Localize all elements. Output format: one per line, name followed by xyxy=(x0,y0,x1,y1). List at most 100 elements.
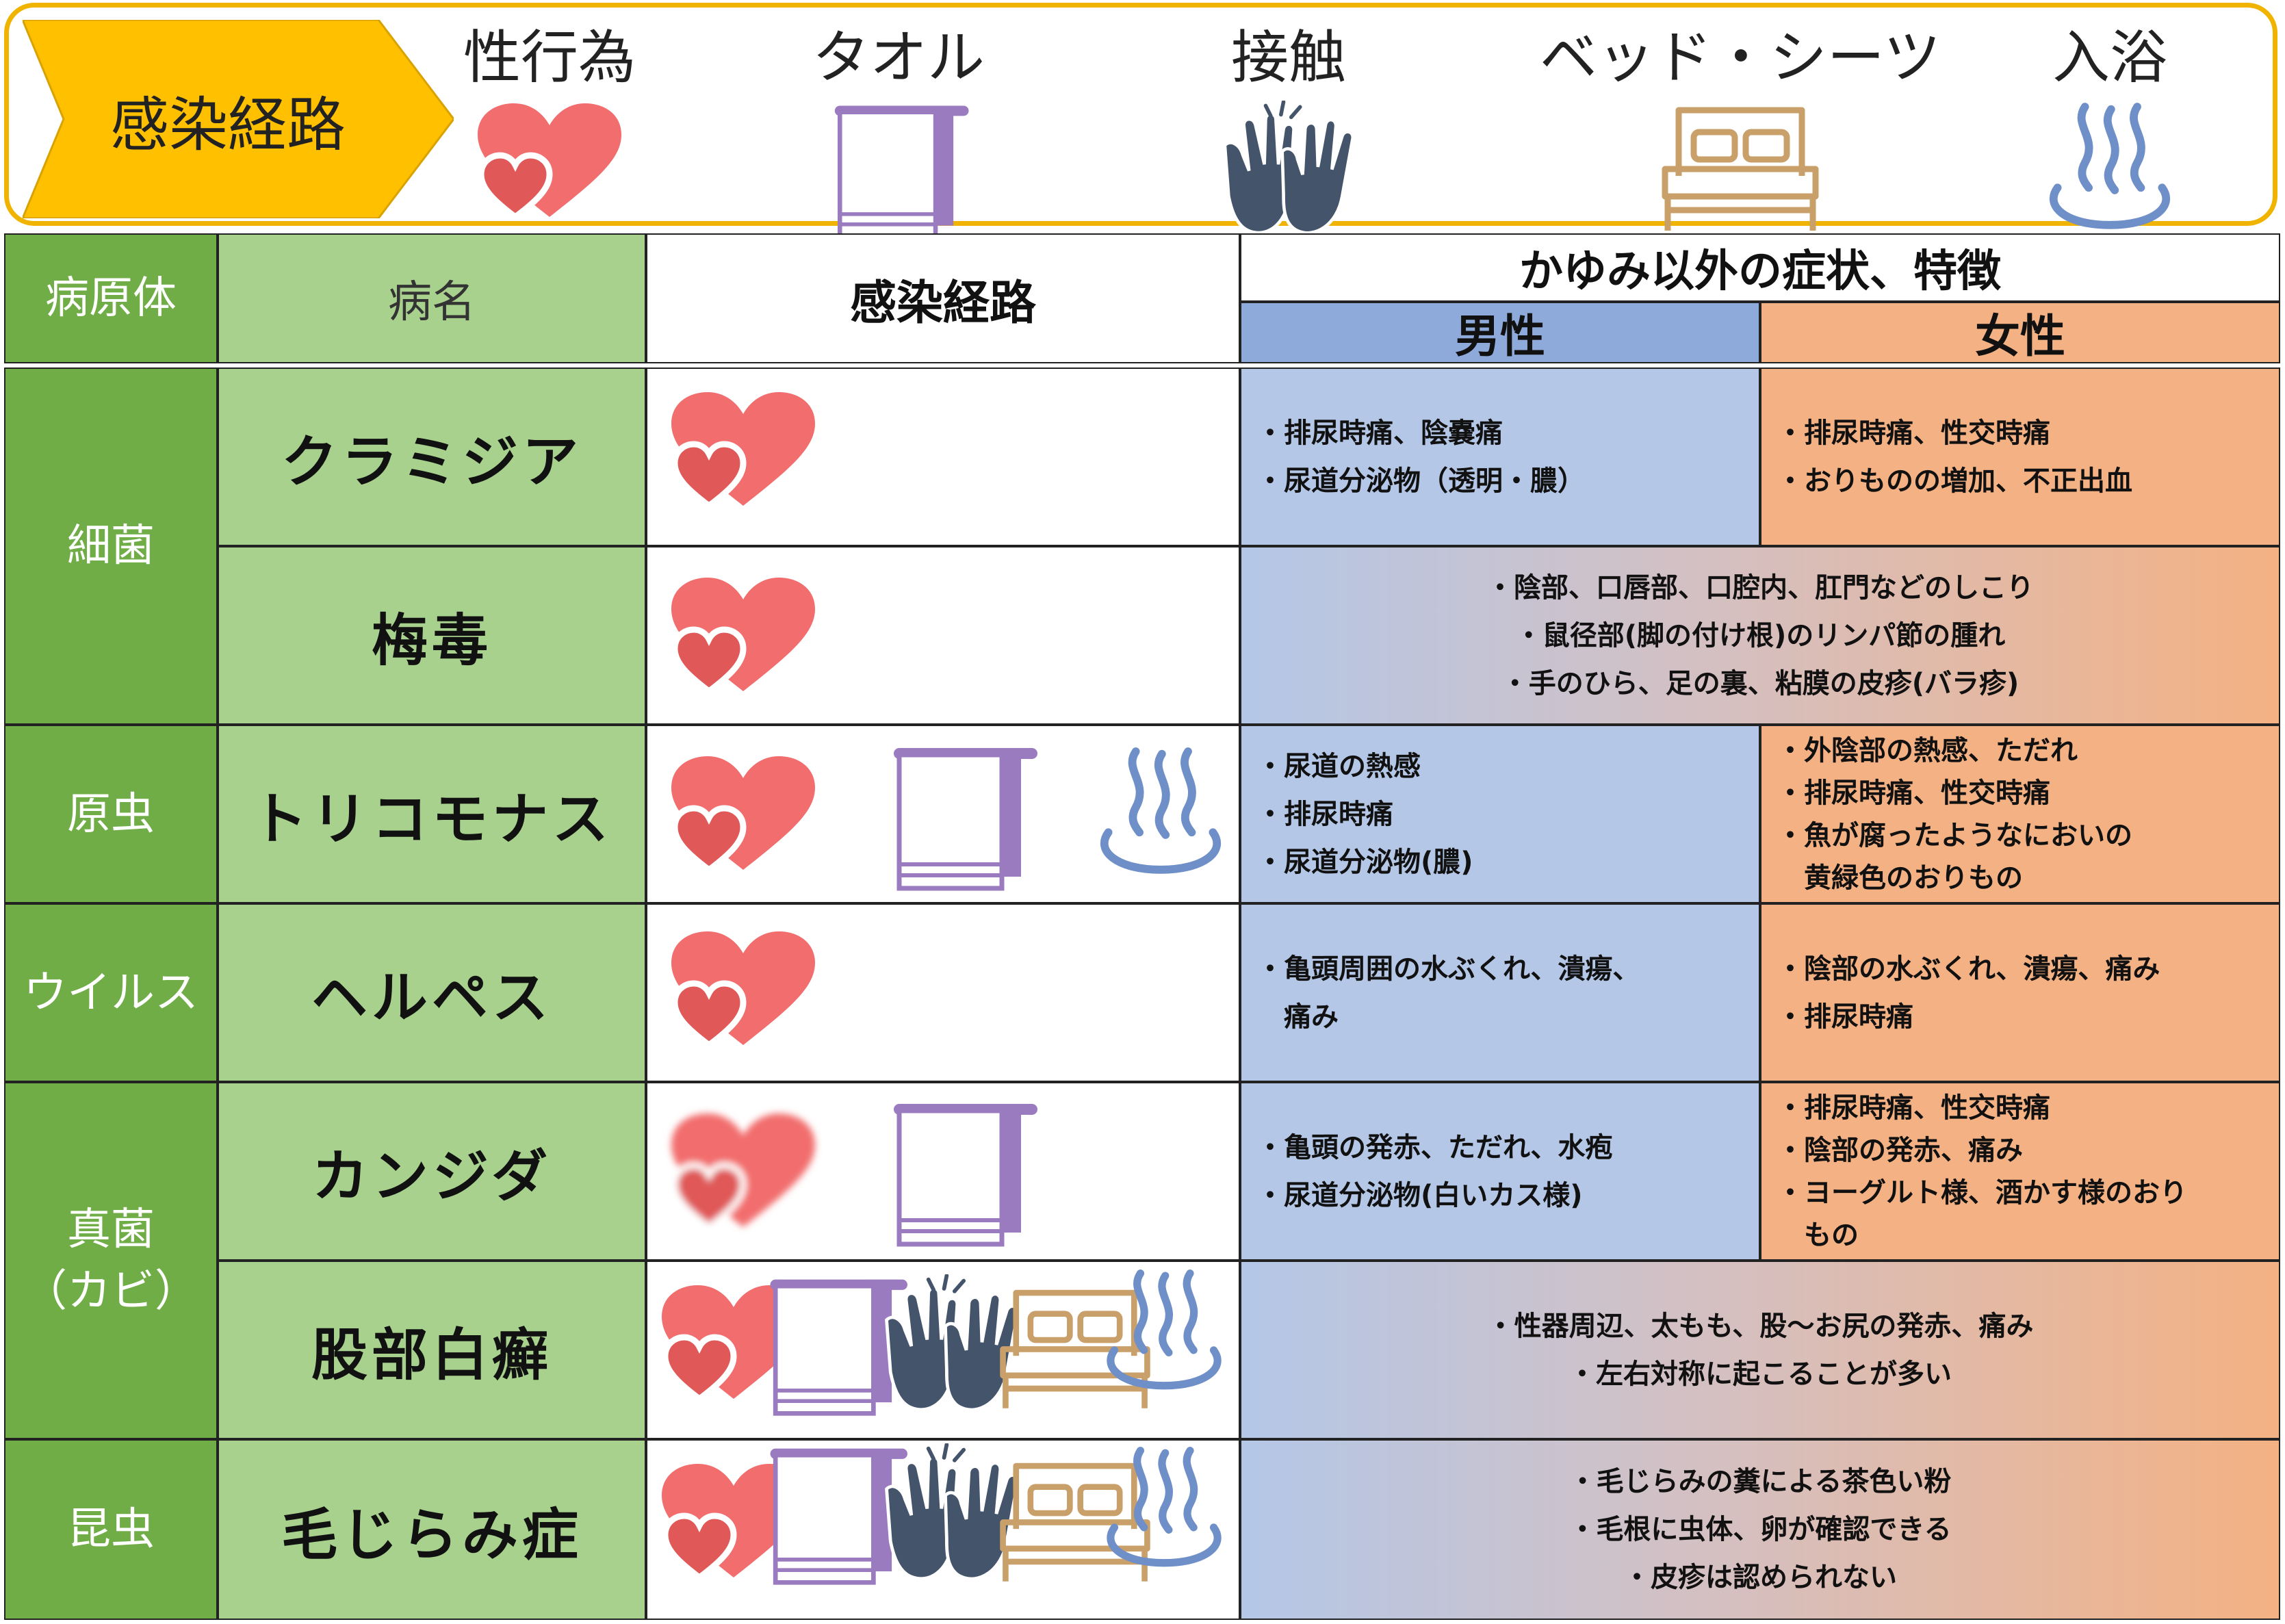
header-symptoms: かゆみ以外の症状、特徴 xyxy=(1240,233,2280,302)
symptom-item: ・手のひら、足の裏、粘膜の皮疹(バラ疹) xyxy=(1501,667,2019,699)
symptom-item: ・排尿時痛 xyxy=(1777,1001,1913,1033)
route-cell xyxy=(646,1082,1240,1261)
pathogen-label: 真菌 xyxy=(67,1204,155,1255)
header-female: 女性 xyxy=(1760,302,2280,363)
female-symptoms: ・排尿時痛、性交時痛 ・おりものの増加、不正出血 xyxy=(1760,368,2280,546)
female-symptoms: ・陰部の水ぶくれ、潰瘍、痛み ・排尿時痛 xyxy=(1760,903,2280,1082)
std-table: 病原体 病名 感染経路 かゆみ以外の症状、特徴 男性 女性 細菌 原虫 ウイルス… xyxy=(4,233,2280,1620)
disease-name: トリコモナス xyxy=(218,725,646,903)
symptom-item: ・尿道分泌物(白いカス様) xyxy=(1256,1179,1583,1211)
bath-icon xyxy=(1099,1267,1229,1397)
symptom-list: ・排尿時痛、性交時痛 ・おりものの増加、不正出血 xyxy=(1761,409,2132,505)
symptom-item: ・陰部、口唇部、口腔内、肛門などのしこり xyxy=(1486,571,2034,604)
symptom-item: ・ヨーグルト様、酒かす様のおり xyxy=(1777,1176,2187,1209)
pathogen-label: 原虫 xyxy=(67,788,155,840)
female-symptoms: ・外陰部の熱感、ただれ ・排尿時痛、性交時痛 ・魚が腐ったようなにおいの 黄緑色… xyxy=(1760,725,2280,903)
heart-icon xyxy=(668,575,818,698)
symptom-item: ・排尿時痛、陰嚢痛 xyxy=(1256,417,1503,449)
legend-item-bed: ベッド・シーツ xyxy=(1535,20,1946,225)
route-cell xyxy=(646,546,1240,725)
symptom-item: ・排尿時痛 xyxy=(1256,798,1393,830)
common-symptoms: ・陰部、口唇部、口腔内、肛門などのしこり ・鼠径部(脚の付け根)のリンパ節の腫れ… xyxy=(1240,546,2280,725)
heart-icon xyxy=(668,1111,818,1234)
legend-label-sex: 性行為 xyxy=(463,24,636,91)
symptom-list: ・尿道の熱感 ・排尿時痛 ・尿道分泌物(膿) xyxy=(1241,743,1473,886)
hands-icon xyxy=(1210,101,1367,241)
disease-name: カンジダ xyxy=(218,1082,646,1261)
bed-icon xyxy=(1658,101,1822,237)
heart-icon xyxy=(474,101,625,224)
legend-arrow-shape xyxy=(23,20,454,218)
symptom-item: 痛み xyxy=(1256,1001,1339,1033)
symptom-item: ・鼠径部(脚の付け根)のリンパ節の腫れ xyxy=(1514,619,2006,652)
disease-name: クラミジア xyxy=(218,368,646,546)
symptom-item: ・皮疹は認められない xyxy=(1623,1562,1897,1593)
pathogen-label: ウイルス xyxy=(23,967,198,1018)
legend-label-bed: ベッド・シーツ xyxy=(1539,24,1941,91)
route-cell xyxy=(646,368,1240,546)
route-legend: 感染経路 性行為 タオル 接触 ベッド・シーツ 入浴 xyxy=(4,3,2277,226)
symptom-item: ・外陰部の熱感、ただれ xyxy=(1777,734,2078,766)
towel-icon xyxy=(820,101,977,241)
towel-icon xyxy=(880,1098,1044,1249)
male-symptoms: ・尿道の熱感 ・排尿時痛 ・尿道分泌物(膿) xyxy=(1240,725,1760,903)
symptom-item: ・陰部の水ぶくれ、潰瘍、痛み xyxy=(1777,953,2160,985)
common-symptoms: ・性器周辺、太もも、股～お尻の発赤、痛み ・左右対称に起こることが多い xyxy=(1240,1261,2280,1439)
header-disease: 病名 xyxy=(218,233,646,363)
symptom-item: ・毛じらみの糞による茶色い粉 xyxy=(1568,1466,1952,1497)
symptom-list: ・陰部の水ぶくれ、潰瘍、痛み ・排尿時痛 xyxy=(1761,945,2160,1041)
symptom-item: ・尿道分泌物(膿) xyxy=(1256,846,1473,878)
pathogen-virus: ウイルス xyxy=(4,903,218,1082)
bath-icon xyxy=(1092,745,1229,882)
heart-icon xyxy=(668,389,818,513)
symptom-item: ・排尿時痛、性交時痛 xyxy=(1777,417,2050,449)
bath-icon xyxy=(2038,101,2182,237)
pathogen-insect: 昆虫 xyxy=(4,1439,218,1620)
female-symptoms: ・排尿時痛、性交時痛 ・陰部の発赤、痛み ・ヨーグルト様、酒かす様のおり もの xyxy=(1760,1082,2280,1261)
symptom-item: 黄緑色のおりもの xyxy=(1777,862,2023,894)
route-cell xyxy=(646,725,1240,903)
male-symptoms: ・亀頭の発赤、ただれ、水疱 ・尿道分泌物(白いカス様) xyxy=(1240,1082,1760,1261)
header-male: 男性 xyxy=(1240,302,1760,363)
disease-name: 毛じらみ症 xyxy=(218,1439,646,1620)
symptom-item: ・亀頭周囲の水ぶくれ、潰瘍、 xyxy=(1256,953,1640,985)
route-cell xyxy=(646,1439,1240,1620)
symptom-list: ・亀頭周囲の水ぶくれ、潰瘍、 痛み xyxy=(1241,945,1640,1041)
symptom-list: ・排尿時痛、陰嚢痛 ・尿道分泌物（透明・膿） xyxy=(1241,409,1585,505)
towel-icon xyxy=(880,743,1044,893)
legend-item-sex: 性行為 xyxy=(461,20,638,225)
symptom-item: ・亀頭の発赤、ただれ、水疱 xyxy=(1256,1131,1613,1163)
symptom-item: ・左右対称に起こることが多い xyxy=(1568,1358,1952,1390)
legend-label-towel: タオル xyxy=(812,24,985,91)
symptom-list: ・排尿時痛、性交時痛 ・陰部の発赤、痛み ・ヨーグルト様、酒かす様のおり もの xyxy=(1761,1087,2187,1256)
symptom-list: ・毛じらみの糞による茶色い粉 ・毛根に虫体、卵が確認できる ・皮疹は認められない xyxy=(1568,1458,1951,1601)
legend-label-contact: 接触 xyxy=(1230,24,1346,91)
pathogen-label: 細菌 xyxy=(67,521,155,571)
symptom-item: ・尿道の熱感 xyxy=(1256,750,1421,782)
pathogen-label: 昆虫 xyxy=(67,1504,155,1555)
symptom-item: ・陰部の発赤、痛み xyxy=(1777,1134,2023,1166)
symptom-list: ・陰部、口唇部、口腔内、肛門などのしこり ・鼠径部(脚の付け根)のリンパ節の腫れ… xyxy=(1486,564,2034,708)
legend-label-bath: 入浴 xyxy=(2052,24,2167,91)
symptom-item: ・排尿時痛、性交時痛 xyxy=(1777,1092,2050,1124)
symptom-list: ・亀頭の発赤、ただれ、水疱 ・尿道分泌物(白いカス様) xyxy=(1241,1124,1612,1220)
symptom-item: もの xyxy=(1777,1219,1859,1251)
disease-name: ヘルペス xyxy=(218,903,646,1082)
legend-item-bath: 入浴 xyxy=(2014,20,2206,225)
symptom-item: ・尿道分泌物（透明・膿） xyxy=(1256,465,1585,497)
symptom-list: ・外陰部の熱感、ただれ ・排尿時痛、性交時痛 ・魚が腐ったようなにおいの 黄緑色… xyxy=(1761,730,2132,899)
symptom-item: ・おりものの増加、不正出血 xyxy=(1777,465,2132,497)
male-symptoms: ・亀頭周囲の水ぶくれ、潰瘍、 痛み xyxy=(1240,903,1760,1082)
disease-name: 梅毒 xyxy=(218,546,646,725)
legend-title: 感染経路 xyxy=(110,90,346,159)
disease-name: 股部白癬 xyxy=(218,1261,646,1439)
heart-icon xyxy=(668,753,818,877)
symptom-item: ・魚が腐ったようなにおいの xyxy=(1777,819,2132,851)
header-pathogen: 病原体 xyxy=(4,233,218,363)
symptom-item: ・毛根に虫体、卵が確認できる xyxy=(1568,1514,1952,1545)
symptom-item: ・性器周辺、太もも、股～お尻の発赤、痛み xyxy=(1486,1310,2034,1342)
pathogen-fungi: 真菌 （カビ） xyxy=(4,1082,218,1439)
heart-icon xyxy=(668,929,818,1052)
pathogen-protozoa: 原虫 xyxy=(4,725,218,903)
legend-item-contact: 接触 xyxy=(1186,20,1391,225)
